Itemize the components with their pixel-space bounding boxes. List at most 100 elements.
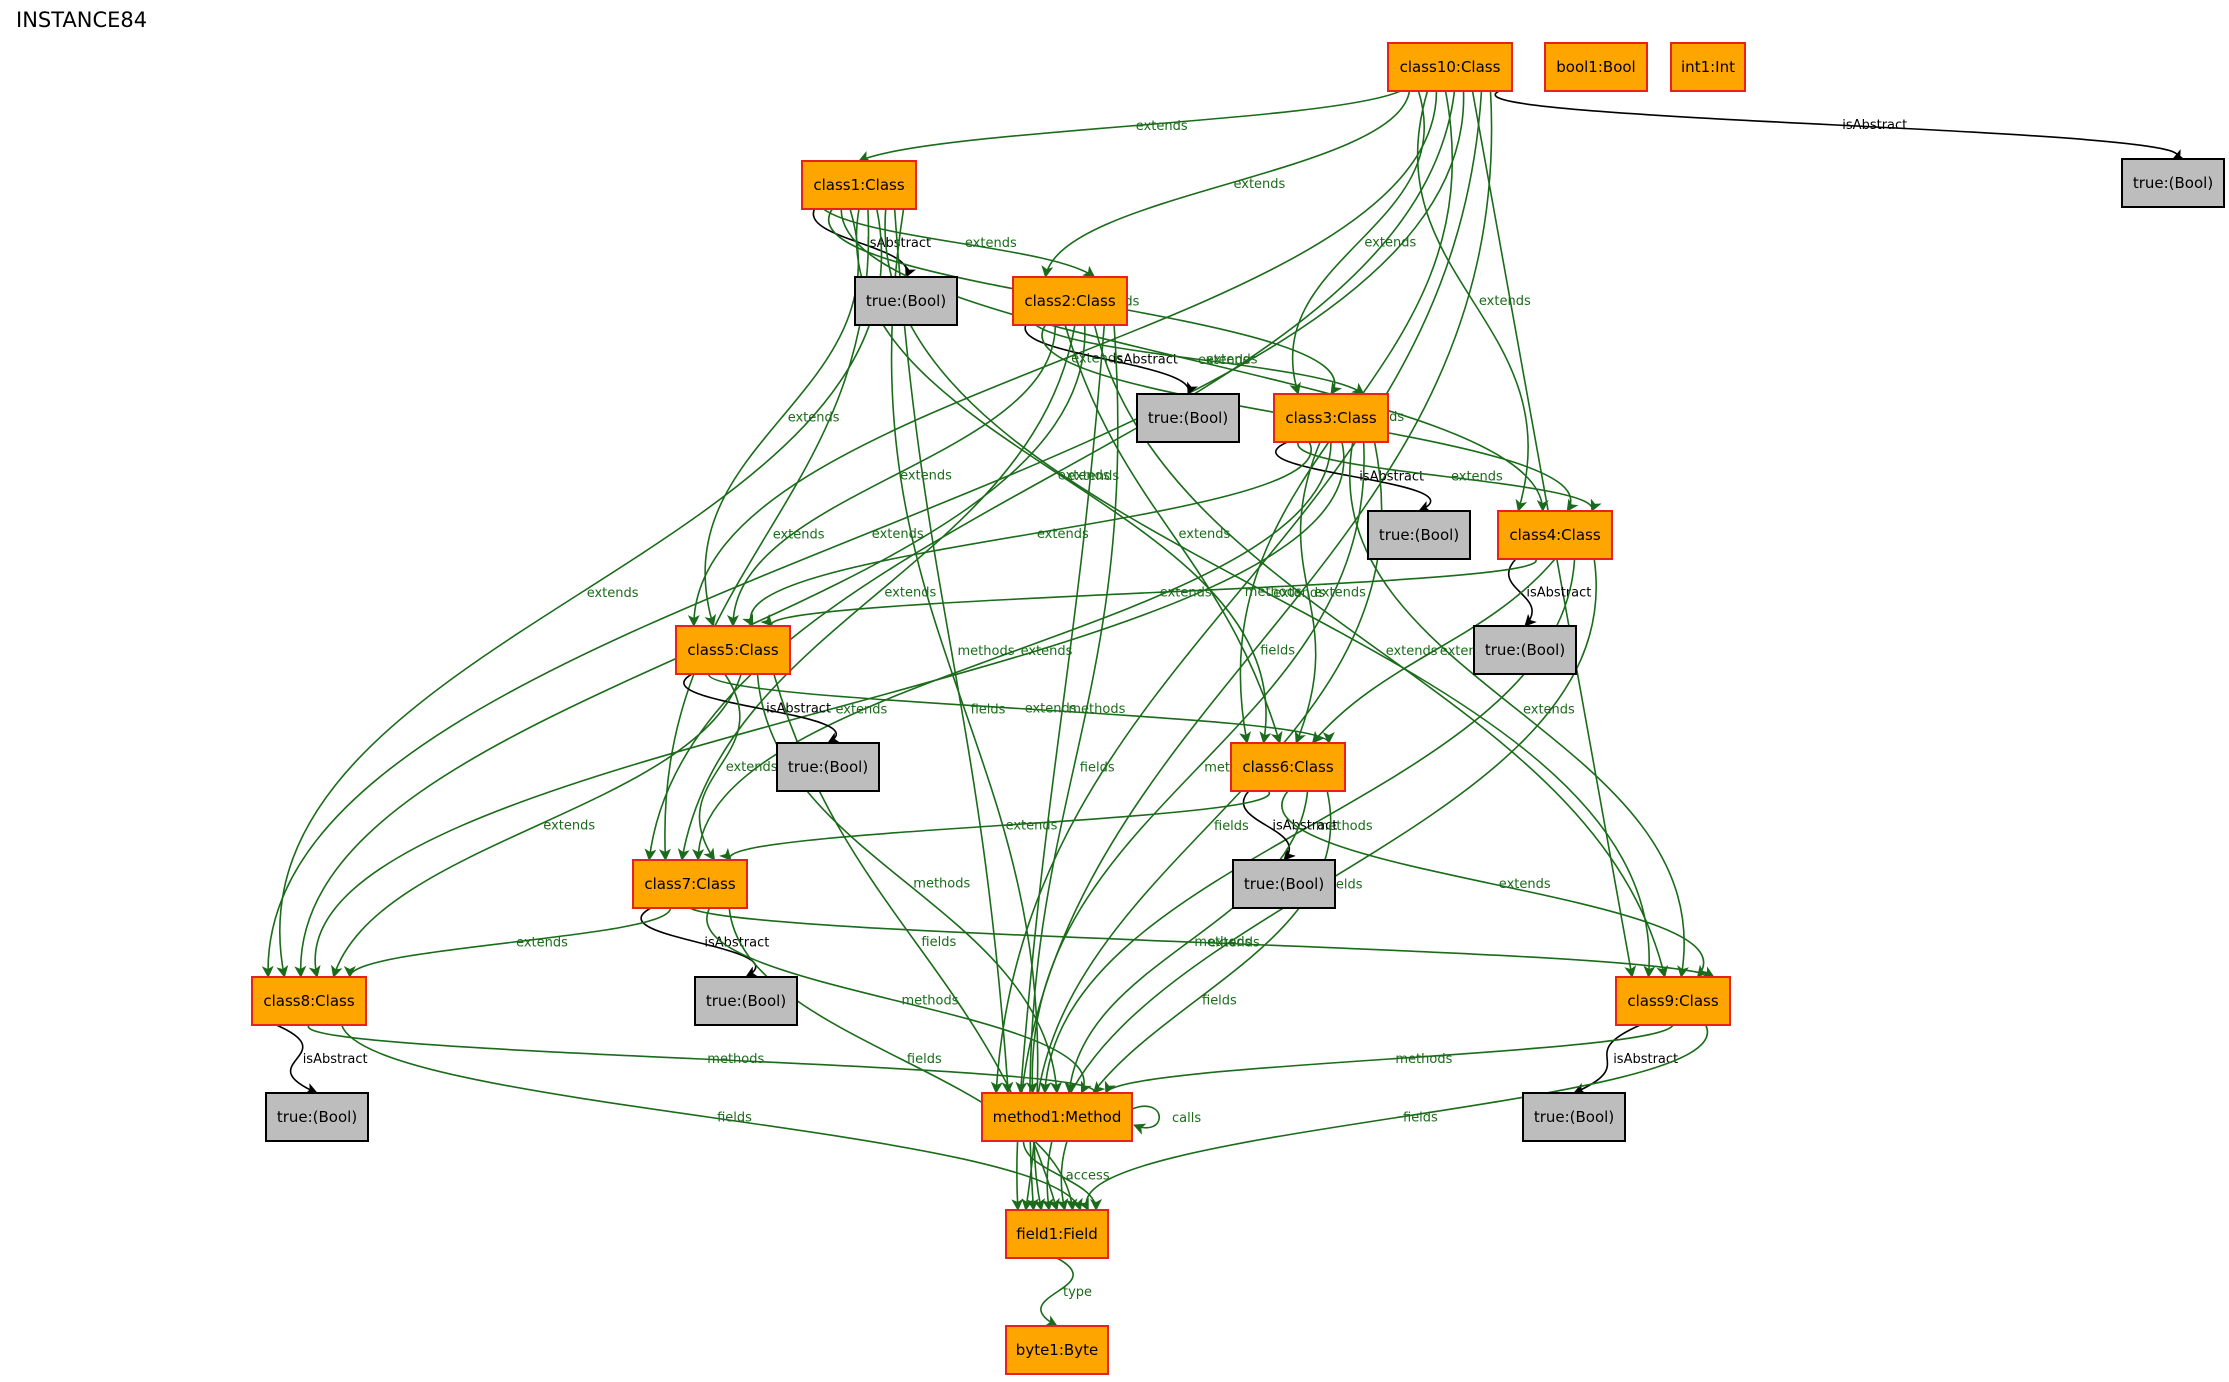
node-t6[interactable]: true:(Bool) [1232, 859, 1336, 909]
edge-class9-isAbstract-t9: isAbstract [1573, 1024, 1678, 1095]
node-t9[interactable]: true:(Bool) [1522, 1092, 1626, 1142]
node-t5[interactable]: true:(Bool) [776, 742, 880, 792]
edge-class6-extends-class9: extends [1281, 790, 1710, 978]
node-t7[interactable]: true:(Bool) [694, 976, 798, 1026]
node-box [1005, 1209, 1109, 1259]
node-t8[interactable]: true:(Bool) [265, 1092, 369, 1142]
edge-label: extends [1160, 586, 1212, 601]
edge-line [689, 907, 1715, 978]
edge-label: extends [1006, 819, 1058, 834]
node-label: true:(Bool) [2133, 174, 2213, 192]
node-box [1670, 42, 1746, 92]
node-class9[interactable]: class9:Class [1615, 976, 1731, 1026]
edge-label: extends [1479, 294, 1531, 309]
node-box [1273, 393, 1389, 443]
edge-label: extends [1234, 177, 1286, 192]
node-field1[interactable]: field1:Field [1005, 1209, 1109, 1259]
edge-line [692, 441, 1332, 861]
edge-class3-extends-class4: extends [1297, 441, 1602, 512]
edge-line [1015, 324, 1106, 1094]
node-box [1544, 42, 1648, 92]
edge-line [1494, 90, 2186, 161]
node-label: class6:Class [1242, 758, 1333, 776]
edge-label: isAbstract [1613, 1052, 1678, 1067]
edge-label: fields [1202, 994, 1237, 1009]
node-label: true:(Bool) [788, 758, 868, 776]
node-box [981, 1092, 1133, 1142]
node-label: method1:Method [993, 1108, 1122, 1126]
node-box [1005, 1325, 1109, 1375]
node-label: class5:Class [687, 641, 778, 659]
edge-label: extends [900, 469, 952, 484]
node-box [1232, 859, 1336, 909]
edge-label: extends [836, 703, 888, 718]
edge-line [1026, 324, 1119, 1211]
node-t2[interactable]: true:(Bool) [1136, 393, 1240, 443]
node-label: true:(Bool) [277, 1108, 357, 1126]
node-class6[interactable]: class6:Class [1230, 742, 1346, 792]
edge-class6-isAbstract-t6: isAbstract [1242, 790, 1337, 861]
edge-line [728, 907, 1078, 1211]
node-class7[interactable]: class7:Class [632, 859, 748, 909]
edge-class1-methods-method1: methods [893, 208, 1015, 1094]
edge-class6-extends-class7: extends [719, 790, 1270, 861]
edge-class10-extends-class2: extends [1041, 90, 1411, 278]
edge-class1-extends-class8: extends [276, 208, 883, 978]
node-t10[interactable]: true:(Bool) [2121, 158, 2225, 208]
node-label: class7:Class [644, 875, 735, 893]
edge-label: isAbstract [1842, 118, 1907, 133]
node-class2[interactable]: class2:Class [1012, 276, 1128, 326]
edge-line [1040, 1257, 1074, 1327]
edge-line [1078, 1024, 1709, 1211]
edge-class10-extends-class4: extends [1416, 90, 1531, 512]
node-label: class2:Class [1024, 292, 1115, 310]
edge-label: isAbstract [303, 1052, 368, 1067]
edge-label: extends [1025, 702, 1077, 717]
edge-class3-extends-class9: extends [1349, 441, 1689, 978]
node-t3[interactable]: true:(Bool) [1367, 510, 1471, 560]
edge-class1-extends-class9: extends [884, 208, 1656, 978]
node-label: true:(Bool) [866, 292, 946, 310]
diagram-title: INSTANCE84 [16, 8, 148, 32]
edge-line [1275, 441, 1432, 513]
node-class3[interactable]: class3:Class [1273, 393, 1389, 443]
edge-line [1131, 1105, 1160, 1135]
edge-line [1294, 441, 1321, 744]
edge-label: isAbstract [1113, 353, 1178, 368]
edge-label: extends [1386, 644, 1438, 659]
edge-line [1033, 441, 1383, 1211]
edge-class2-extends-class6: extends [1064, 324, 1283, 744]
node-t1[interactable]: true:(Bool) [854, 276, 958, 326]
edge-class4-extends-class5: extends [760, 558, 1537, 627]
edge-class5-methods-method1: methods [756, 673, 1063, 1094]
node-class1[interactable]: class1:Class [801, 160, 917, 210]
edge-class7-extends-class9: extends [689, 907, 1715, 978]
edge-line [1022, 1140, 1103, 1211]
node-method1[interactable]: method1:Method [981, 1092, 1133, 1142]
edge-label: extends [543, 819, 595, 834]
node-int1[interactable]: int1:Int [1670, 42, 1746, 92]
node-bool1[interactable]: bool1:Bool [1544, 42, 1648, 92]
edge-label: extends [965, 236, 1017, 251]
node-box [1387, 42, 1513, 92]
node-class5[interactable]: class5:Class [675, 625, 791, 675]
edge-line [1011, 90, 1493, 1211]
node-label: true:(Bool) [1148, 409, 1228, 427]
edge-line [1041, 90, 1411, 278]
node-t4[interactable]: true:(Bool) [1473, 625, 1577, 675]
edge-label: fields [1403, 1111, 1438, 1126]
edge-line [1026, 441, 1365, 1094]
edge-line [719, 790, 1270, 861]
edge-label: extends [1208, 936, 1260, 951]
edge-line [1105, 1024, 1674, 1094]
edge-line [343, 907, 672, 978]
node-class8[interactable]: class8:Class [251, 976, 367, 1026]
node-class10[interactable]: class10:Class [1387, 42, 1513, 92]
edge-label: extends [1179, 527, 1231, 542]
edge-class10-extends-class3: extends [1289, 90, 1425, 395]
edge-class10-extends-class1: extends [858, 90, 1401, 162]
edge-line [308, 441, 1345, 978]
node-class4[interactable]: class4:Class [1497, 510, 1613, 560]
node-byte1[interactable]: byte1:Byte [1005, 1325, 1109, 1375]
edge-label: isAbstract [1526, 586, 1591, 601]
